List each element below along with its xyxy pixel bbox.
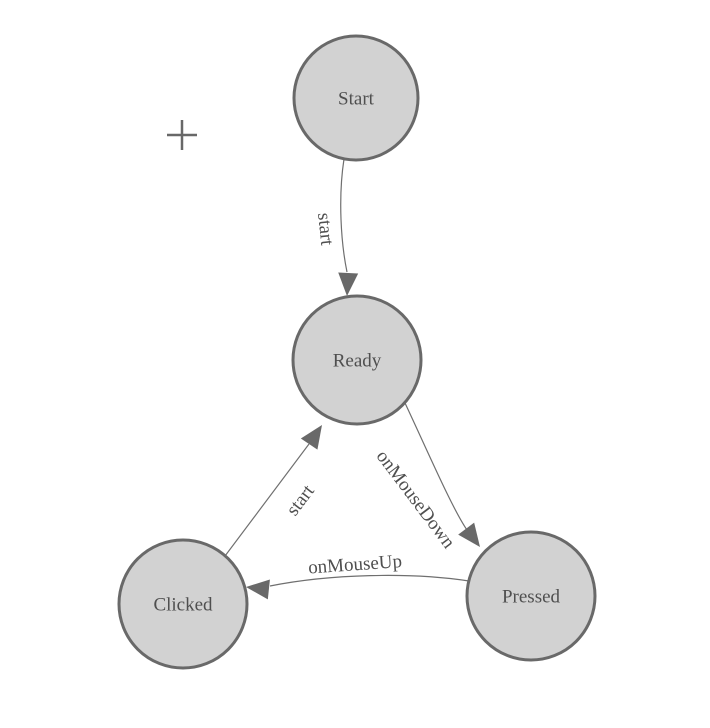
edge-line-ready-to-pressed[interactable] [404, 402, 468, 531]
node-pressed[interactable]: Pressed [465, 530, 597, 662]
edge-arrowhead-icon [458, 522, 480, 547]
edge-label-start-to-ready: start [313, 212, 337, 247]
edge-arrowhead-icon [338, 272, 359, 296]
edge-line-start-to-ready[interactable] [340, 158, 348, 273]
node-label-ready: Ready [333, 350, 382, 371]
edge-arrowhead-icon [300, 425, 322, 450]
node-clicked[interactable]: Clicked [117, 538, 249, 670]
node-label-start: Start [338, 88, 375, 109]
node-label-pressed: Pressed [502, 586, 561, 607]
edge-label-ready-to-pressed: onMouseDown [372, 446, 460, 553]
edge-label-pressed-to-clicked: onMouseUp [307, 551, 402, 579]
cursor-layer [167, 120, 197, 150]
node-start[interactable]: Start [292, 34, 420, 162]
node-circle-start[interactable] [292, 34, 420, 162]
edge-start-to-ready: start [313, 158, 359, 296]
node-circle-ready[interactable] [291, 294, 423, 426]
node-ready[interactable]: Ready [291, 294, 423, 426]
node-label-clicked: Clicked [153, 594, 213, 615]
edge-line-clicked-to-ready[interactable] [224, 443, 310, 557]
edge-pressed-to-clicked: onMouseUp [246, 551, 470, 600]
edge-ready-to-pressed: onMouseDown [372, 402, 480, 553]
edge-arrowhead-icon [246, 579, 270, 600]
edge-line-pressed-to-clicked[interactable] [269, 574, 470, 587]
edge-label-clicked-to-ready: start [282, 481, 319, 520]
edge-clicked-to-ready: start [224, 425, 322, 557]
node-circle-clicked[interactable] [117, 538, 249, 670]
crosshair-cursor-icon [167, 120, 197, 150]
node-circle-pressed[interactable] [465, 530, 597, 662]
